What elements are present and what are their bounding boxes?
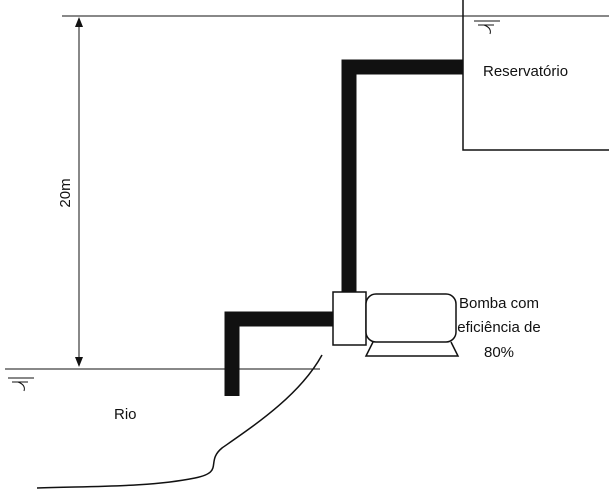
height-dimension [75,17,83,367]
height-label: 20m [57,178,74,207]
reservoir-label: Reservatório [483,63,568,80]
pump-motor [365,293,457,343]
pump-housing [332,291,367,346]
river-bank-curve [36,354,323,489]
pump-label-line-2: eficiência de [457,319,540,336]
pump-label-line-1: Bomba com [459,295,539,312]
pump-label-line-3: 80% [484,344,514,361]
discharge-pipe [341,59,463,292]
river-label: Rio [114,406,137,423]
reservoir-water-level-icon [474,20,500,35]
reservoir-tank [462,0,609,151]
suction-pipe [224,311,334,396]
river-water-level-icon [8,377,34,392]
pump-base [364,341,460,357]
